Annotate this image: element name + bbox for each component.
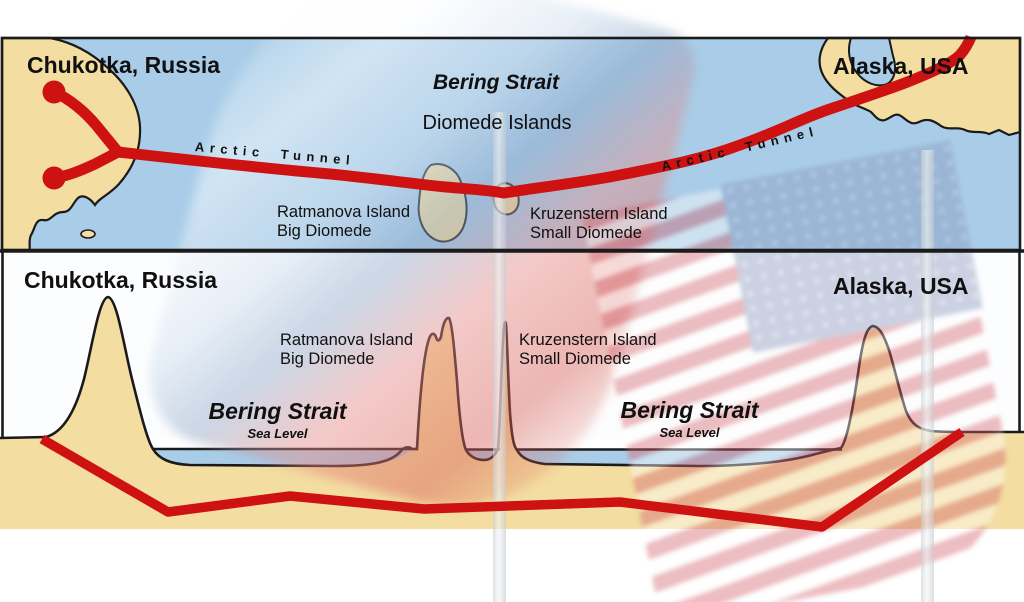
alaska-bay [848,37,896,87]
map-panel [0,36,1022,253]
cs-label-chukotka: Chukotka, Russia [24,267,217,293]
big-diomede-island [417,163,468,243]
usa-flagpole [921,150,934,602]
cs-label-kruzenstern-line1: Kruzenstern Island [519,331,657,349]
map-sea [2,38,1020,251]
map-label-diomede-islands: Diomede Islands [422,112,572,134]
tunnel-main-route [117,34,977,199]
terrain-profile-outline [0,295,1024,468]
map-label-kruzenstern-line2: Small Diomede [530,223,642,242]
map-label-bering-strait: Bering Strait [432,71,560,94]
tunnel-route-map [42,34,977,199]
sea-level-line [152,447,842,451]
russia-flagpole [493,112,506,602]
cs-label-bering-strait-west: Bering Strait [208,398,347,424]
tunnel-branch-north [51,86,123,156]
tunnel-branch-south [53,147,121,184]
cs-label-kruzenstern: Kruzenstern Island Small Diomede [519,331,657,369]
seafloor-nub [397,445,413,451]
tunnel-profile-line [39,428,965,532]
map-label-kruzenstern-line1: Kruzenstern Island [530,205,668,223]
cs-label-sea-level-west: Sea Level [247,426,308,441]
terrain-profile-fill [0,297,1024,529]
chukotka-islet [80,229,96,239]
chukotka-landmass [0,36,142,253]
cs-label-sea-level-east: Sea Level [659,425,720,440]
water-west-basin [153,449,417,466]
map-panel-border [0,36,1022,252]
usa-flag-backdrop [581,140,1024,602]
cs-label-bering-strait-east: Bering Strait [620,397,759,423]
small-diomede-island [492,182,520,216]
cs-label-ratmanova: Ratmanova Island Big Diomede [280,331,413,369]
map-label-kruzenstern: Kruzenstern Island Small Diomede [530,205,668,243]
tunnel-terminal-north [42,80,66,104]
cs-label-ratmanova-line2: Big Diomede [280,349,375,368]
map-label-alaska: Alaska, USA [833,53,969,79]
cs-label-kruzenstern-line2: Small Diomede [519,349,631,368]
russia-flag-backdrop [132,0,705,543]
map-label-arctic-tunnel-west: Arctic Tunnel [194,139,356,168]
map-label-arctic-tunnel-east: Arctic Tunnel [659,123,820,174]
water-east-basin [517,448,841,466]
map-label-ratmanova: Ratmanova Island Big Diomede [277,203,410,241]
cs-label-ratmanova-line1: Ratmanova Island [280,331,413,349]
map-label-ratmanova-line1: Ratmanova Island [277,203,410,221]
cross-section-panel [0,252,1024,529]
map-label-ratmanova-line2: Big Diomede [277,221,372,240]
map-label-chukotka: Chukotka, Russia [27,52,220,78]
water-mid-gap [466,449,498,460]
usa-flag-canton [720,140,983,354]
cs-label-alaska: Alaska, USA [833,273,969,299]
alaska-landmass [818,36,1022,137]
cross-section-sky [2,252,1020,439]
tunnel-route-cross-section [39,428,965,532]
tunnel-terminal-south [42,166,66,190]
